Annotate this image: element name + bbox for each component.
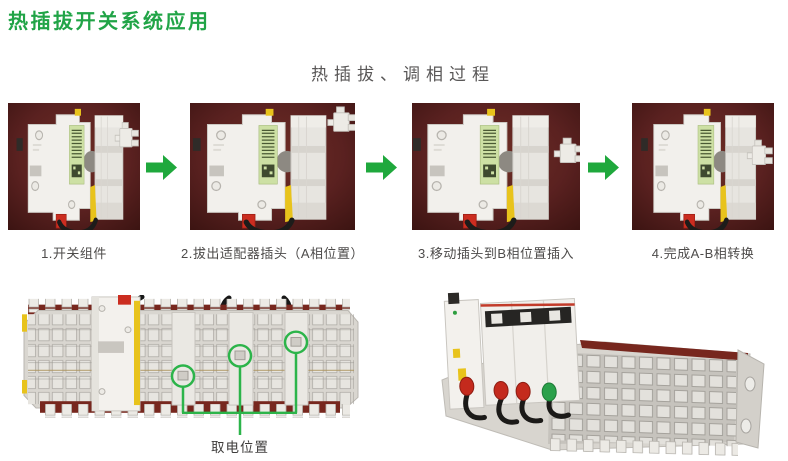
power-tap-label: 取电位置 <box>211 440 269 455</box>
breaker-illustration <box>17 109 123 230</box>
step-photo-3 <box>412 103 580 230</box>
step-caption: 3.移动插头到B相位置插入 <box>417 246 575 261</box>
step-figure-4: 4.完成A-B相转换 <box>632 103 774 268</box>
breaker-illustration <box>413 109 548 230</box>
arrow-right-icon <box>146 155 177 180</box>
busbar-top-view-photo <box>22 295 359 435</box>
arrow-right-icon <box>588 155 619 180</box>
breaker-illustration <box>193 109 326 230</box>
wire-boots <box>459 376 571 425</box>
step-caption: 1.开关组件 <box>41 246 107 261</box>
step-figure-2: 2.拔出适配器插头（A相位置） <box>181 103 364 268</box>
step-photo-2 <box>190 103 355 230</box>
page-title: 热插拔开关系统应用 <box>8 11 211 33</box>
power-tap-leader-lines <box>181 352 298 435</box>
breaker-illustration <box>641 109 755 230</box>
front-clips <box>548 438 738 456</box>
step-figure-1: 1.开关组件 <box>8 103 140 268</box>
step-figure-3: 3.移动插头到B相位置插入 <box>412 103 580 268</box>
busbar-top-view-figure: 取电位置 <box>10 295 390 455</box>
busbar-angled-view-photo <box>441 292 765 456</box>
step-photo-1 <box>8 103 140 230</box>
maroon-base-edge <box>580 340 748 361</box>
step-caption: 2.拔出适配器插头（A相位置） <box>180 246 365 261</box>
power-tap-circle <box>283 330 309 355</box>
mounted-breaker <box>91 295 141 412</box>
step-photo-4 <box>632 103 774 230</box>
waffle-grid <box>550 352 736 447</box>
process-subtitle: 热插拔、调相过程 <box>311 65 495 84</box>
power-tap-annotation <box>170 330 309 435</box>
mounted-breakers <box>443 292 581 425</box>
arrow-right-icon <box>366 155 397 180</box>
mounting-flange <box>735 349 765 449</box>
step-caption: 4.完成A-B相转换 <box>651 246 755 261</box>
